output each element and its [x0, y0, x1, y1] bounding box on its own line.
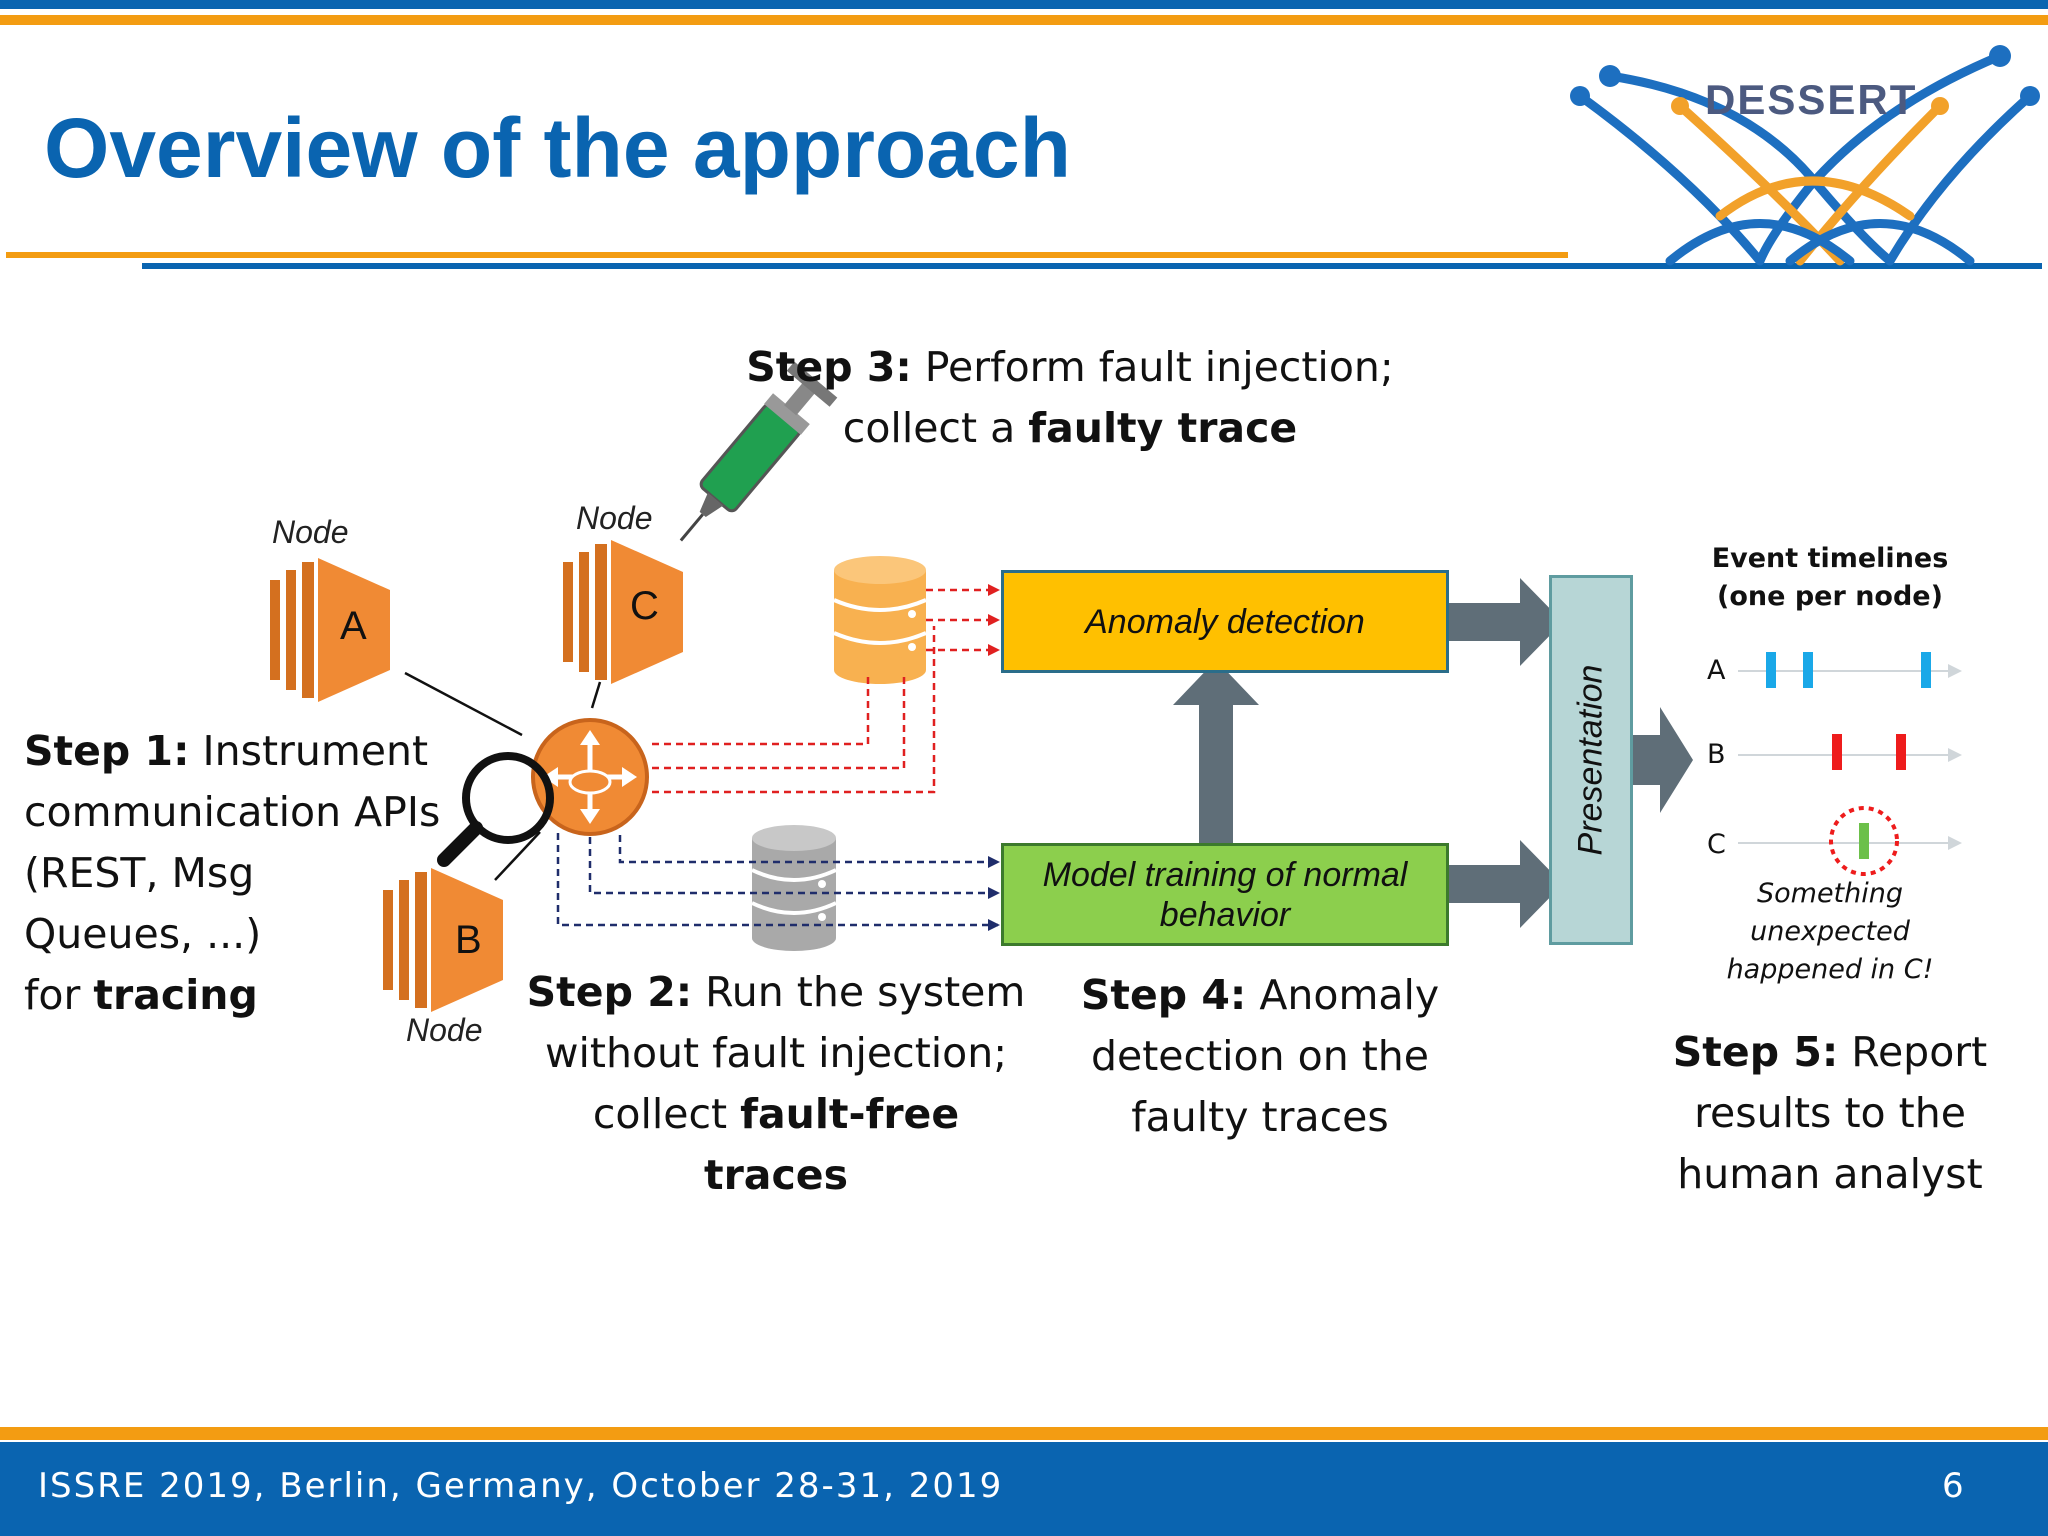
step3-text: Step 3: Perform fault injection; collect… — [746, 343, 1394, 452]
anomaly-detection-box: Anomaly detection — [1001, 570, 1449, 673]
presentation-label: Presentation — [1571, 664, 1610, 856]
node-c-icon — [563, 540, 683, 684]
flow-arrows — [1173, 578, 1693, 928]
syringe-icon — [679, 361, 838, 542]
timelines-title: Event timelines (one per node) — [1711, 543, 1949, 612]
step1-label: Step 1: — [24, 727, 190, 775]
footer-orange-bar — [0, 1427, 2048, 1440]
step5-label: Step 5: — [1672, 1028, 1839, 1076]
timeline-note: Something unexpected happened in C! — [1726, 878, 1934, 985]
step5-text: Step 5: Report results to the human anal… — [1672, 1028, 1988, 1198]
node-b-label: Node — [406, 1012, 483, 1048]
step2-text: Step 2: Run the system without fault inj… — [526, 968, 1026, 1199]
timeline-row-b-label: B — [1707, 739, 1726, 770]
presentation-box: Presentation — [1549, 575, 1633, 945]
title-underline-orange — [6, 252, 1568, 258]
router-icon — [531, 718, 649, 836]
page-number: 6 — [1942, 1466, 1966, 1506]
node-c-letter: C — [630, 584, 659, 628]
header-top-orange-bar — [0, 15, 2048, 25]
step1-text: Step 1: Instrument communication APIs (R… — [24, 727, 441, 1019]
node-b-letter: B — [455, 918, 482, 962]
node-c-label: Node — [576, 500, 653, 536]
node-a-label: Node — [272, 514, 349, 550]
faulty-trace-database-icon — [833, 556, 927, 684]
timeline-row-c-label: C — [1707, 829, 1726, 860]
model-training-box: Model training of normal behavior — [1001, 843, 1449, 946]
node-a-icon — [270, 558, 390, 702]
node-a-letter: A — [340, 604, 367, 648]
event-timelines — [1738, 652, 1962, 876]
step4-text: Step 4: Anomaly detection on the faulty … — [1080, 971, 1440, 1141]
step3-label: Step 3: — [746, 343, 912, 391]
logo-text: DESSERT — [1705, 76, 1917, 123]
footer-blue-bar — [0, 1442, 2048, 1536]
magnifier-icon — [437, 752, 554, 867]
step2-label: Step 2: — [526, 968, 693, 1016]
title-underline-blue — [142, 263, 2042, 269]
node-b-icon — [383, 868, 503, 1012]
header-top-blue-bar — [0, 0, 2048, 9]
slide-title: Overview of the approach — [44, 101, 1071, 195]
timeline-row-a-label: A — [1707, 655, 1726, 686]
dessert-logo: DESSERT — [1570, 45, 2040, 266]
footer-conference-text: ISSRE 2019, Berlin, Germany, October 28-… — [38, 1466, 1004, 1506]
fault-free-trace-database-icon — [751, 825, 837, 951]
step4-label: Step 4: — [1080, 971, 1247, 1019]
